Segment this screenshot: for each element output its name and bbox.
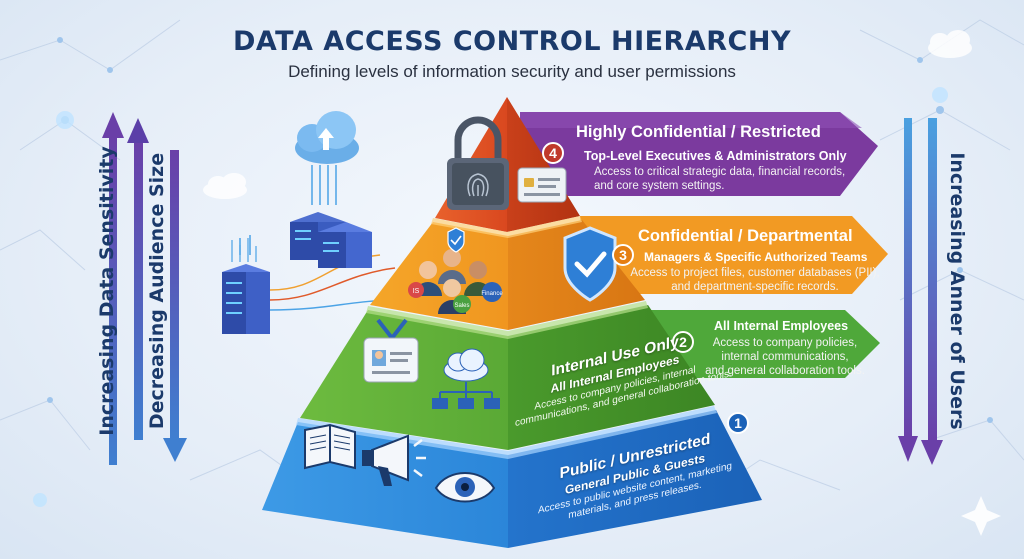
level-4-title: Highly Confidential / Restricted bbox=[576, 123, 821, 141]
level-4-audience: Top-Level Executives & Administrators On… bbox=[584, 149, 847, 163]
level-3-desc-line-2: and department-specific records. bbox=[671, 281, 839, 293]
level-2-banner-audience: All Internal Employees bbox=[714, 319, 849, 333]
padlock-fingerprint-icon bbox=[447, 116, 509, 210]
banner-level-3 bbox=[580, 216, 888, 294]
team-tag-is: IS bbox=[413, 288, 420, 295]
level-2-banner-desc-line-2: internal communications, bbox=[721, 351, 849, 363]
page-subtitle: Defining levels of information security … bbox=[288, 62, 736, 81]
level-2-banner-desc-line-3: and general collaboration tools. bbox=[705, 365, 865, 377]
shield-check-icon bbox=[563, 226, 617, 302]
tag-badge-icon bbox=[408, 282, 424, 298]
book-icon bbox=[304, 423, 356, 470]
users-arrow-icon bbox=[898, 118, 943, 465]
level-4-badge: 4 bbox=[542, 142, 564, 164]
level-3-description: Access to project files, customer databa… bbox=[630, 266, 880, 294]
level-2-badge: 2 bbox=[672, 331, 694, 353]
id-card-icon bbox=[517, 167, 567, 203]
tag-badge-icon bbox=[482, 282, 502, 302]
level-1-badge: 1 bbox=[727, 412, 749, 434]
sensitivity-arrow-icon bbox=[102, 112, 124, 465]
level-4-desc-line-2: and core system settings. bbox=[594, 180, 725, 192]
tag-badge-icon bbox=[453, 295, 471, 313]
eye-icon bbox=[434, 472, 496, 503]
server-stack-icon bbox=[290, 212, 372, 268]
level-3-title: Confidential / Departmental bbox=[638, 227, 853, 245]
team-members-icon: IS Sales Finance bbox=[408, 227, 503, 314]
level-2-banner-description: Access to company policies, internal com… bbox=[690, 336, 880, 378]
banner-level-4 bbox=[520, 112, 878, 196]
team-tag-sales: Sales bbox=[454, 303, 469, 309]
level-3-audience: Managers & Specific Authorized Teams bbox=[644, 250, 868, 264]
banner-level-2 bbox=[640, 310, 880, 378]
audience-size-arrow-icon bbox=[127, 118, 187, 462]
level-3-desc-line-1: Access to project files, customer databa… bbox=[630, 267, 880, 279]
cloud-upload-icon bbox=[295, 111, 359, 164]
level-4-desc-line-1: Access to critical strategic data, finan… bbox=[594, 166, 846, 178]
cloud-network-icon bbox=[432, 348, 500, 409]
employee-badge-icon bbox=[363, 318, 419, 383]
team-tag-finance: Finance bbox=[481, 291, 503, 297]
level-4-description: Access to critical strategic data, finan… bbox=[580, 165, 884, 193]
level-2-banner-desc-line-1: Access to company policies, bbox=[712, 337, 858, 349]
page-title: DATA ACCESS CONTROL HIERARCHY bbox=[232, 26, 792, 57]
megaphone-icon bbox=[362, 434, 426, 486]
server-rack-icon bbox=[222, 238, 270, 334]
level-3-badge: 3 bbox=[612, 244, 634, 266]
